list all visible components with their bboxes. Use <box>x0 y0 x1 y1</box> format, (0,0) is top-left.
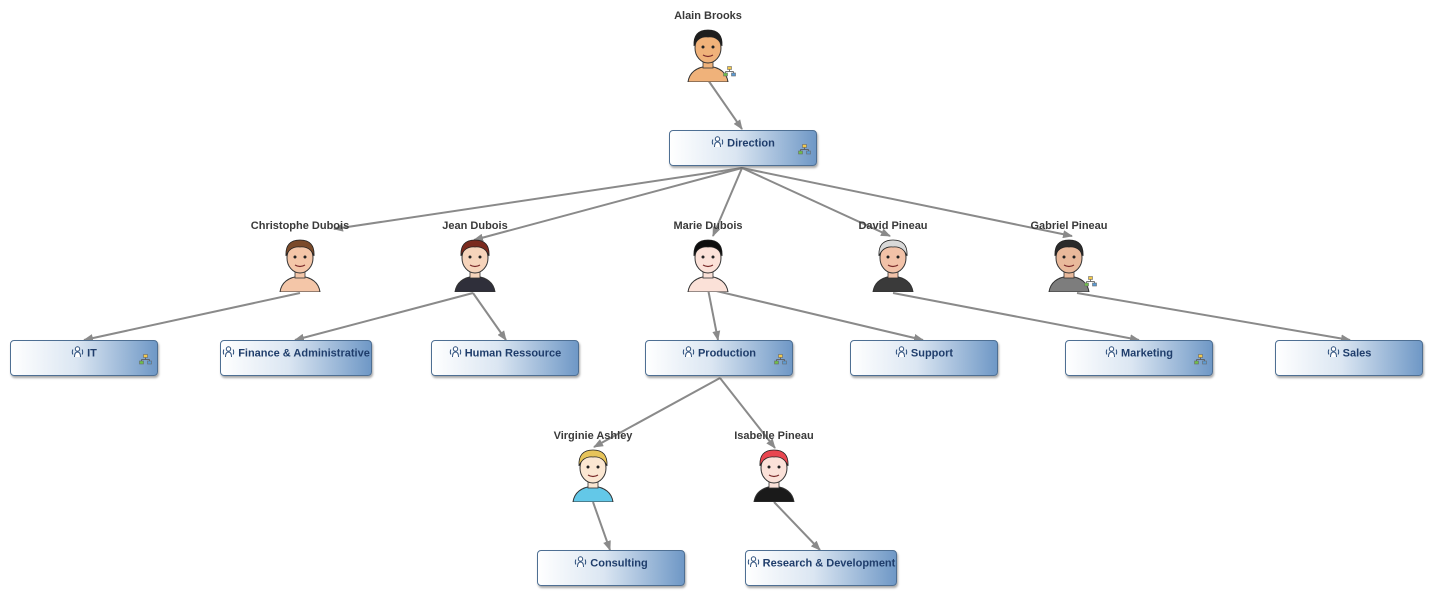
unit-title: Finance & Administrative <box>221 346 371 361</box>
group-icon <box>1105 346 1118 361</box>
person-avatar[interactable] <box>274 234 326 297</box>
person-name: Virginie Ashley <box>553 430 633 442</box>
unit-title: Production <box>646 346 792 361</box>
connector-u-direction-to-p-marie <box>712 167 743 237</box>
person-node[interactable]: Alain Brooks <box>638 10 778 86</box>
connector-p-marie-to-u-support <box>707 288 924 342</box>
person-node[interactable]: Virginie Ashley <box>523 430 663 506</box>
person-node[interactable]: Christophe Dubois <box>230 220 370 296</box>
connector-u-direction-to-p-christophe <box>333 167 743 232</box>
unit-title: IT <box>11 346 157 361</box>
org-chart-icon[interactable] <box>1194 352 1207 370</box>
person-node[interactable]: Jean Dubois <box>405 220 545 296</box>
person-name: Gabriel Pineau <box>1030 220 1108 232</box>
unit-label: Research & Development <box>762 557 896 570</box>
group-icon <box>895 346 908 361</box>
group-icon <box>449 346 462 361</box>
person-name: Jean Dubois <box>442 220 508 232</box>
unit-title: Consulting <box>538 556 684 571</box>
unit-label: Direction <box>727 137 775 150</box>
unit-label: Human Ressource <box>464 347 562 360</box>
unit-title: Support <box>851 346 997 361</box>
unit-node-it[interactable]: IT <box>10 340 158 376</box>
connector-p-david-to-u-marketing <box>892 292 1140 343</box>
connector-p-alain-to-u-direction <box>707 79 743 130</box>
unit-node-marketing[interactable]: Marketing <box>1065 340 1213 376</box>
unit-node-finance[interactable]: Finance & Administrative <box>220 340 372 376</box>
connector-p-jean-to-u-hr <box>472 292 507 341</box>
person-avatar[interactable] <box>748 444 800 507</box>
org-chart-icon[interactable] <box>723 64 736 82</box>
connector-u-direction-to-p-david <box>741 167 891 237</box>
unit-label: Marketing <box>1121 347 1173 360</box>
unit-node-rnd[interactable]: Research & Development <box>745 550 897 586</box>
person-name: Alain Brooks <box>674 10 742 22</box>
person-avatar[interactable] <box>1043 234 1095 297</box>
connector-p-christophe-to-u-it <box>83 292 301 342</box>
unit-node-sales[interactable]: Sales <box>1275 340 1423 376</box>
org-chart-icon[interactable] <box>139 352 152 370</box>
person-avatar[interactable] <box>449 234 501 297</box>
unit-label: Support <box>910 347 954 360</box>
unit-label: Finance & Administrative <box>238 347 370 360</box>
connector-p-jean-to-u-finance <box>294 292 474 342</box>
person-node[interactable]: Gabriel Pineau <box>999 220 1139 296</box>
unit-title: Marketing <box>1066 346 1212 361</box>
connector-u-production-to-p-virginie <box>593 377 721 448</box>
person-avatar[interactable] <box>682 234 734 297</box>
unit-label: Sales <box>1342 347 1372 360</box>
unit-title: Research & Development <box>746 556 896 571</box>
unit-label: Consulting <box>590 557 648 570</box>
connector-u-direction-to-p-gabriel <box>741 167 1073 239</box>
group-icon <box>711 136 724 151</box>
person-node[interactable]: David Pineau <box>823 220 963 296</box>
connector-p-marie-to-u-production <box>707 288 721 341</box>
unit-node-consulting[interactable]: Consulting <box>537 550 685 586</box>
connector-p-gabriel-to-u-sales <box>1076 292 1351 343</box>
org-chart-icon[interactable] <box>798 142 811 160</box>
person-avatar[interactable] <box>567 444 619 507</box>
person-avatar[interactable] <box>682 24 734 87</box>
group-icon <box>71 346 84 361</box>
unit-node-hr[interactable]: Human Ressource <box>431 340 579 376</box>
unit-title: Sales <box>1276 346 1422 361</box>
connector-p-virginie-to-u-consulting <box>592 501 611 551</box>
person-node[interactable]: Marie Dubois <box>638 220 778 296</box>
group-icon <box>682 346 695 361</box>
unit-node-production[interactable]: Production <box>645 340 793 376</box>
unit-title: Direction <box>670 136 816 151</box>
person-node[interactable]: Isabelle Pineau <box>704 430 844 506</box>
connector-u-direction-to-p-jean <box>473 167 743 242</box>
connector-p-isabelle-to-u-rnd <box>773 501 821 551</box>
person-name: David Pineau <box>858 220 928 232</box>
unit-node-direction[interactable]: Direction <box>669 130 817 166</box>
person-avatar[interactable] <box>867 234 919 297</box>
org-chart-icon[interactable] <box>774 352 787 370</box>
person-name: Isabelle Pineau <box>734 430 814 442</box>
unit-label: Production <box>697 347 757 360</box>
group-icon <box>747 556 760 571</box>
person-name: Marie Dubois <box>673 220 743 232</box>
org-chart-icon[interactable] <box>1084 274 1097 292</box>
person-name: Christophe Dubois <box>250 220 350 232</box>
connector-u-production-to-p-isabelle <box>719 377 776 449</box>
group-icon <box>1327 346 1340 361</box>
unit-title: Human Ressource <box>432 346 578 361</box>
unit-node-support[interactable]: Support <box>850 340 998 376</box>
group-icon <box>574 556 587 571</box>
unit-label: IT <box>87 347 97 360</box>
group-icon <box>222 346 235 361</box>
